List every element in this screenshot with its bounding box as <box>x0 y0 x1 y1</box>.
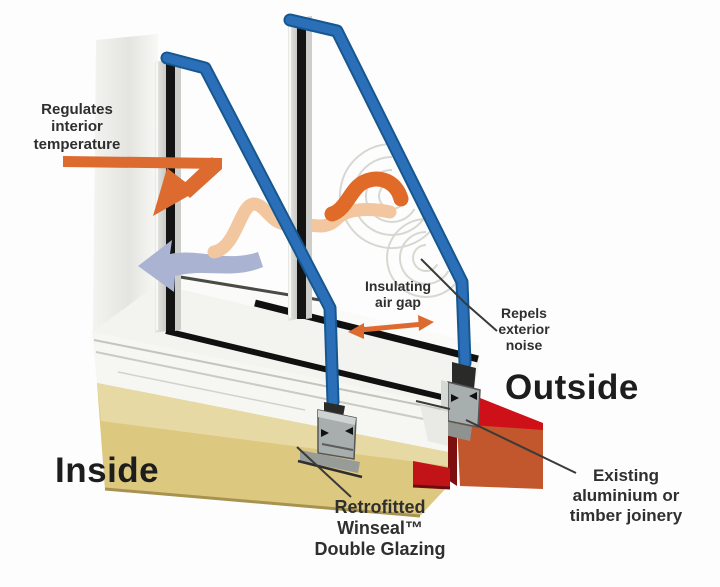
winseal-clamp-outer <box>415 362 481 446</box>
leader-repels-noise <box>420 258 498 332</box>
label-inside: Inside <box>55 451 160 490</box>
label-repels-exterior-noise: Repels exterior noise <box>498 305 550 354</box>
interior-wall <box>93 34 158 332</box>
leader-retrofitted <box>296 446 352 498</box>
label-retrofitted-winseal: Retrofitted Winseal™ Double Glazing <box>314 497 446 560</box>
winseal-clamp-inner <box>297 402 363 479</box>
leader-existing-joinery <box>465 419 577 474</box>
label-outside: Outside <box>505 368 639 407</box>
winseal-glazing-panel-outer <box>283 13 472 370</box>
reflected-heat-wave <box>324 171 409 222</box>
winseal-glazing-panel-inner <box>160 51 340 409</box>
timber-sill <box>97 383 448 518</box>
air-gap-double-arrow <box>348 315 434 339</box>
label-existing-joinery: Existing aluminium or timber joinery <box>569 466 683 526</box>
window-frame-front <box>92 284 480 452</box>
label-regulates-temperature: Regulates interior temperature <box>33 101 121 153</box>
leader-lines <box>296 258 577 498</box>
cool-air-arrow <box>138 240 263 292</box>
label-insulating-air-gap: Insulating air gap <box>364 278 432 311</box>
heat-regulation-arrow <box>63 156 222 216</box>
